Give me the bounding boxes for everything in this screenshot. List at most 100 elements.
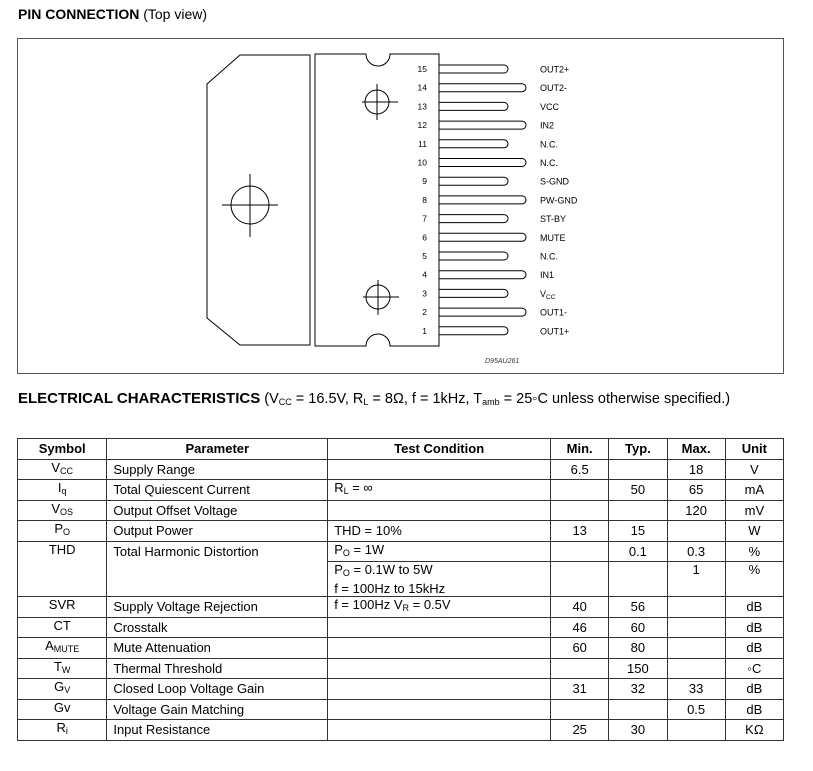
pin-11: 11 N.C. (418, 139, 558, 150)
pin-label: IN1 (540, 270, 554, 280)
symbol-cell: SVR (16, 596, 108, 618)
pin-number: 14 (418, 83, 428, 93)
mounting-hole-top (362, 84, 398, 120)
parameter-cell: Thermal Threshold (106, 657, 329, 679)
max-cell: 1 (666, 561, 726, 597)
pin-label: VCC (540, 102, 560, 112)
min-cell (550, 561, 610, 597)
condition-cell: f = 100Hz VR = 0.5V (327, 596, 552, 618)
condition-cell: THD = 10% (327, 520, 552, 542)
ec-conditions: (VCC = 16.5V, RL = 8Ω, f = 1kHz, Tamb = … (264, 391, 731, 407)
max-cell: 18 (666, 458, 726, 480)
pin-label: OUT1- (540, 308, 567, 318)
column-header: Unit (724, 438, 785, 460)
pin-7: 7 ST-BY (422, 214, 566, 225)
unit-cell: V (724, 458, 785, 480)
condition-cell (327, 499, 552, 521)
package-body (314, 53, 440, 347)
parameter-cell: Output Power (106, 520, 329, 542)
ec-title: ELECTRICAL CHARACTERISTICS (18, 390, 261, 407)
pin-number: 3 (422, 288, 427, 298)
pin-lead (439, 64, 509, 74)
parameter-cell: Crosstalk (106, 616, 329, 638)
max-cell (666, 616, 726, 638)
mounting-hole-bottom (363, 280, 399, 315)
pin-label: N.C. (540, 139, 558, 149)
min-cell: 25 (550, 719, 610, 741)
pin-number: 7 (422, 214, 427, 224)
pin-number: 11 (418, 139, 427, 149)
condition-cell (327, 698, 552, 720)
pin-label: S-GND (540, 177, 570, 187)
symbol-cell: CT (16, 616, 108, 638)
typ-cell: 30 (608, 719, 668, 741)
condition-cell (327, 719, 552, 741)
typ-cell: 50 (608, 479, 668, 501)
pin-lead (439, 83, 527, 93)
pin-label: N.C. (540, 252, 558, 262)
pin-lead (439, 251, 509, 261)
pin-label: OUT2+ (540, 65, 569, 75)
parameter-cell: Supply Range (106, 458, 329, 480)
unit-cell: KΩ (724, 719, 785, 741)
min-cell (550, 698, 610, 720)
min-cell: 31 (550, 678, 610, 700)
symbol-cell: TW (16, 657, 108, 679)
symbol-cell: VOS (16, 499, 108, 521)
condition-cell (327, 458, 552, 480)
condition-cell (327, 616, 552, 638)
pin-lead (439, 307, 527, 317)
pin-lead (439, 288, 509, 298)
min-cell: 60 (550, 637, 610, 659)
parameter-cell: Voltage Gain Matching (106, 698, 329, 720)
pin-lead (439, 214, 509, 224)
drawing-code: D95AU261 (485, 358, 519, 365)
typ-cell (608, 698, 668, 720)
typ-cell: 32 (608, 678, 668, 700)
pin-number: 10 (418, 158, 428, 168)
unit-cell: ◦C (724, 657, 785, 679)
pin-number: 5 (422, 251, 427, 261)
unit-cell: dB (724, 698, 785, 720)
parameter-cell: Supply Voltage Rejection (106, 596, 329, 618)
max-cell (666, 637, 726, 659)
max-cell (666, 520, 726, 542)
parameter-cell: Output Offset Voltage (106, 499, 329, 521)
pin-label: ST-BY (540, 214, 566, 224)
parameter-cell: Closed Loop Voltage Gain (106, 678, 329, 700)
typ-cell: 0.1 (608, 540, 668, 562)
min-cell (550, 540, 610, 562)
unit-cell: dB (724, 616, 785, 638)
condition-cell (327, 678, 552, 700)
column-header: Typ. (608, 438, 668, 460)
max-cell (666, 596, 726, 618)
pin-number: 4 (422, 270, 427, 280)
typ-cell (608, 458, 668, 480)
pin-lead (439, 158, 527, 167)
max-cell: 120 (666, 499, 726, 521)
condition-cell (327, 637, 552, 659)
symbol-cell: Ri (16, 719, 108, 741)
unit-cell: % (724, 540, 785, 562)
pin-lead (439, 139, 509, 149)
unit-cell: W (724, 520, 785, 542)
pin-number: 1 (422, 326, 427, 336)
parameter-cell: Total Harmonic Distortion (106, 540, 329, 562)
pin-lead (439, 120, 527, 130)
max-cell (666, 657, 726, 679)
typ-cell: 15 (608, 520, 668, 542)
min-cell (550, 657, 610, 679)
min-cell: 6.5 (550, 458, 610, 480)
